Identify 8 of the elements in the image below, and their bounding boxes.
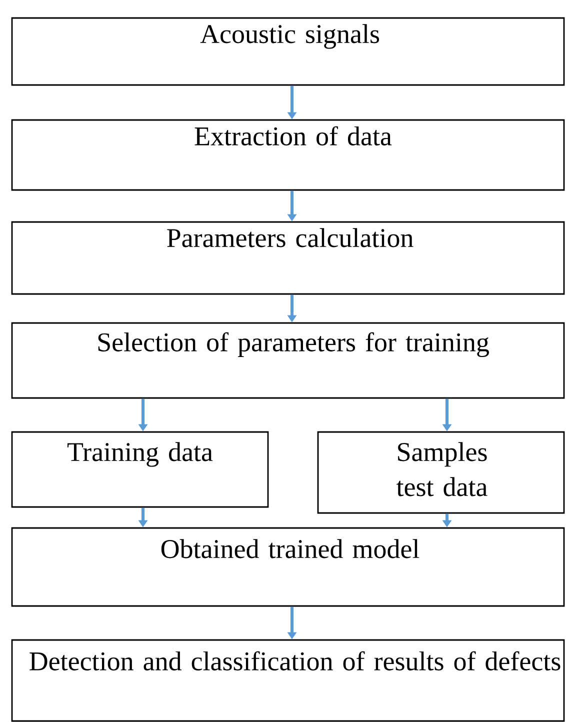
process-box: Acoustic signals (11, 17, 565, 86)
process-box: Selection of parameters for training (11, 322, 565, 399)
process-box: Training data (11, 431, 269, 508)
process-box: Parameters calculation (11, 221, 565, 295)
process-box: Extraction of data (11, 119, 565, 191)
process-box: Detection and classification of results of defects (11, 639, 565, 722)
process-box: Obtained trained model (11, 527, 565, 607)
process-box: Samples test data (317, 431, 565, 514)
